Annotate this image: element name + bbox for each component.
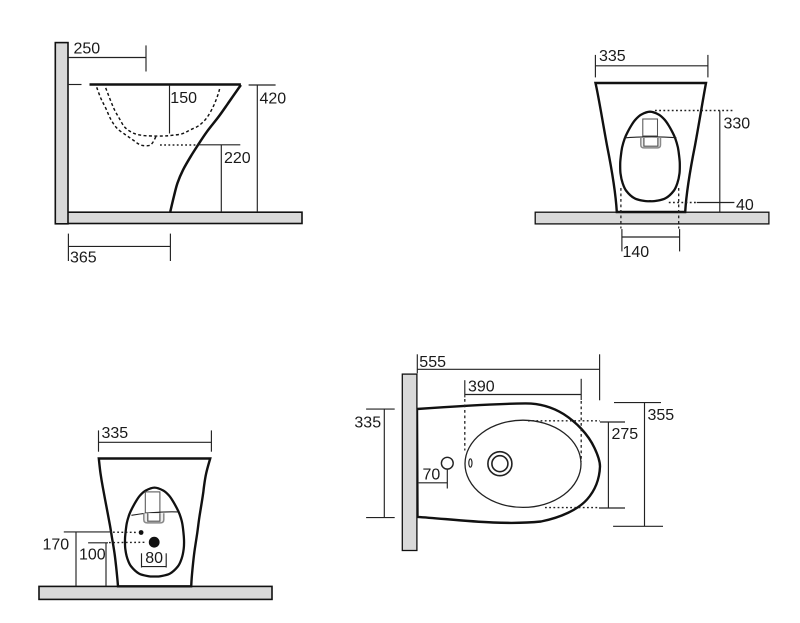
svg-text:555: 555 bbox=[419, 354, 446, 371]
svg-text:335: 335 bbox=[599, 48, 626, 65]
svg-text:275: 275 bbox=[612, 426, 639, 443]
svg-text:420: 420 bbox=[260, 91, 287, 108]
svg-text:365: 365 bbox=[70, 250, 97, 267]
svg-text:150: 150 bbox=[170, 90, 197, 107]
svg-text:140: 140 bbox=[623, 244, 650, 261]
svg-text:70: 70 bbox=[423, 467, 441, 484]
svg-text:335: 335 bbox=[354, 414, 381, 431]
svg-text:170: 170 bbox=[43, 537, 70, 554]
svg-text:80: 80 bbox=[145, 550, 163, 567]
svg-text:250: 250 bbox=[74, 41, 101, 58]
svg-text:330: 330 bbox=[724, 116, 751, 133]
svg-text:220: 220 bbox=[224, 150, 251, 167]
svg-text:40: 40 bbox=[736, 197, 754, 214]
svg-text:100: 100 bbox=[79, 547, 106, 564]
svg-text:390: 390 bbox=[468, 378, 495, 395]
svg-text:335: 335 bbox=[102, 425, 129, 442]
svg-text:355: 355 bbox=[648, 407, 675, 424]
